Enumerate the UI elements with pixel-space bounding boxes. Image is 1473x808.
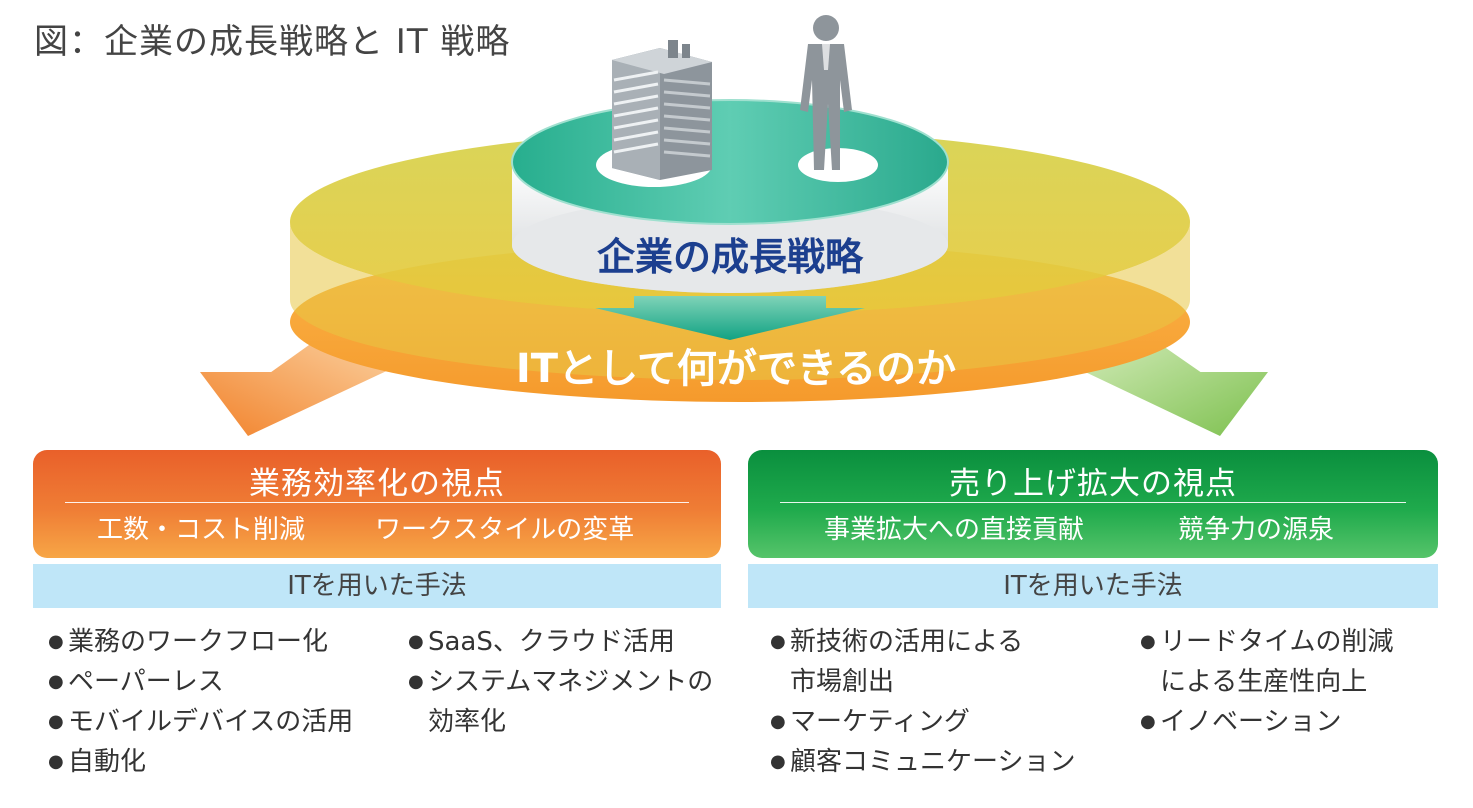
efficiency-subtitle-2: ワークスタイルの変革 <box>375 515 635 545</box>
sales-methods-label: ITを用いた手法 <box>748 564 1438 608</box>
efficiency-panel-title: 業務効率化の視点 <box>249 466 505 502</box>
list-item-line: 顧客コミュニケーション <box>790 747 1076 777</box>
list-item-line: 市場創出 <box>790 667 895 697</box>
office-building-icon <box>612 40 712 180</box>
list-item-line: マーケティング <box>790 707 970 737</box>
business-person-icon <box>800 15 852 170</box>
efficiency-methods-col2: SaaS、クラウド活用 システムマネジメントの 効率化 <box>408 622 713 742</box>
sales-panel-title: 売り上げ拡大の視点 <box>949 466 1237 502</box>
list-item: イノベーション <box>1140 702 1393 742</box>
list-item: システムマネジメントの 効率化 <box>408 662 713 742</box>
divider <box>65 502 689 503</box>
list-item: マーケティング <box>770 702 1075 742</box>
sales-subtitle-2: 競争力の源泉 <box>1178 515 1335 545</box>
arrow-down <box>595 296 865 340</box>
list-item-line: イノベーション <box>1160 707 1342 737</box>
list-item-line: による生産性向上 <box>1160 667 1368 697</box>
list-item: 自動化 <box>48 742 353 782</box>
sales-panel-header: 売り上げ拡大の視点 事業拡大への直接貢献 競争力の源泉 <box>748 450 1438 558</box>
ring-label: ITとして何ができるのか <box>516 346 956 392</box>
efficiency-panel-header: 業務効率化の視点 工数・コスト削減 ワークスタイルの変革 <box>33 450 721 558</box>
list-item: モバイルデバイスの活用 <box>48 702 353 742</box>
list-item-line: リードタイムの削減 <box>1160 627 1394 657</box>
efficiency-subtitle-1: 工数・コスト削減 <box>97 515 306 545</box>
list-item: 顧客コミュニケーション <box>770 742 1075 782</box>
list-item: 業務のワークフロー化 <box>48 622 353 662</box>
list-item-line: SaaS、クラウド活用 <box>428 627 675 657</box>
efficiency-methods-col1: 業務のワークフロー化 ペーパーレス モバイルデバイスの活用 自動化 <box>48 622 353 782</box>
list-item: 新技術の活用による 市場創出 <box>770 622 1075 702</box>
efficiency-methods-label: ITを用いた手法 <box>33 564 721 608</box>
list-item-line: システムマネジメントの <box>428 667 714 697</box>
list-item-line: 新技術の活用による <box>790 627 1024 657</box>
divider <box>780 502 1406 503</box>
list-item: ペーパーレス <box>48 662 353 702</box>
sales-methods-col1: 新技術の活用による 市場創出 マーケティング 顧客コミュニケーション <box>770 622 1075 782</box>
list-item: リードタイムの削減 による生産性向上 <box>1140 622 1393 702</box>
center-disk-label: 企業の成長戦略 <box>597 235 864 279</box>
list-item-line: 効率化 <box>428 707 507 737</box>
strategy-diagram: 企業の成長戦略 ITとして何ができるのか <box>200 15 1268 436</box>
sales-methods-col2: リードタイムの削減 による生産性向上 イノベーション <box>1140 622 1393 742</box>
figure-title: 図：企業の成長戦略と IT 戦略 <box>34 22 511 62</box>
sales-subtitle-1: 事業拡大への直接貢献 <box>824 515 1085 545</box>
list-item: SaaS、クラウド活用 <box>408 622 713 662</box>
